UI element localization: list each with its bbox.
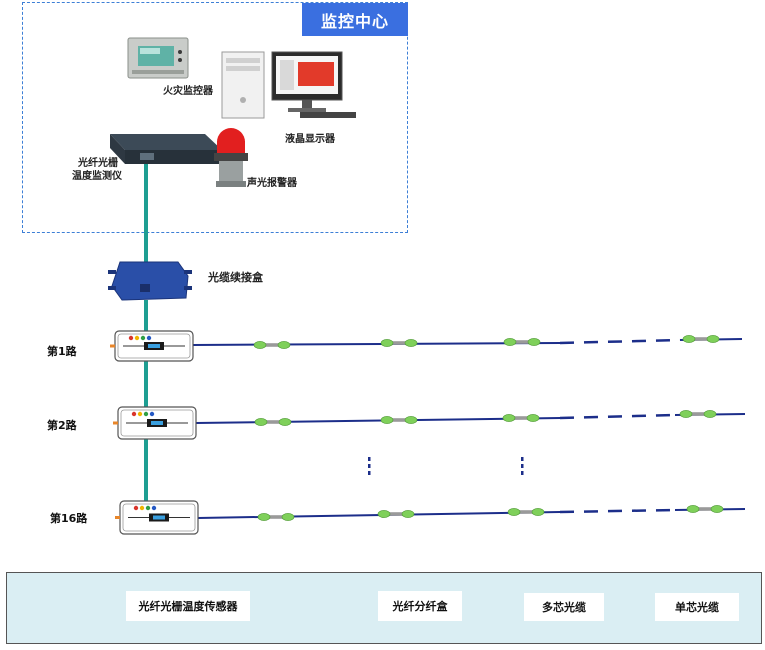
- legend-multi-core-label-bg: [524, 593, 604, 621]
- control-center-title: 监控中心: [302, 3, 408, 36]
- sensor-route-1-2: [380, 339, 418, 347]
- junction-box-device: [108, 261, 192, 301]
- splitter-box-route-2: [113, 406, 197, 440]
- splitter-box-route-16: [115, 500, 199, 535]
- legend-splitter-label-bg: [378, 591, 462, 621]
- sensor-route-1-3: [503, 338, 541, 346]
- alarm-device: [214, 128, 248, 187]
- demodulator-device: [110, 134, 222, 164]
- fire-controller-label: 火灾监控器: [163, 86, 213, 97]
- route-label-1: 第1路: [47, 345, 77, 358]
- computer-workstation: [221, 51, 356, 119]
- fire-controller-device: [127, 37, 189, 79]
- route-label-16: 第16路: [50, 512, 88, 525]
- splitter-box-route-1: [110, 330, 194, 362]
- junction-box-label: 光缆续接盒: [208, 271, 263, 284]
- legend-sensor-label-bg: [126, 591, 250, 621]
- sensor-route-16-2: [377, 510, 415, 518]
- sensor-route-2-1: [254, 418, 292, 426]
- sensor-route-16-1: [257, 513, 295, 521]
- lcd-display-label: 液晶显示器: [285, 134, 335, 145]
- sensor-route-16-3: [507, 508, 545, 516]
- sensor-route-2-4: [679, 410, 717, 418]
- sensor-group: [253, 335, 724, 521]
- sensor-route-16-4: [686, 505, 724, 513]
- more-routes-ellipsis: [368, 457, 524, 475]
- control-center-frame: [22, 2, 408, 233]
- legend-splitter-label: 光纤分纤盒: [392, 600, 448, 613]
- splitter-group: [110, 330, 199, 535]
- route-label-2: 第2路: [47, 419, 77, 432]
- legend-single-core-label: 单芯光缆: [675, 601, 719, 614]
- demodulator-label-line2: 温度监测仪: [72, 171, 122, 182]
- sensor-route-2-2: [380, 416, 418, 424]
- sensor-route-2-3: [502, 414, 540, 422]
- legend-multi-core-label: 多芯光缆: [542, 601, 586, 614]
- legend-single-core-label-bg: [655, 593, 739, 621]
- demodulator-label-line1: 光纤光栅: [78, 158, 118, 169]
- legend-sensor-label: 光纤光栅温度传感器: [138, 600, 238, 613]
- alarm-label: 声光报警器: [247, 178, 297, 189]
- sensor-route-1-1: [253, 341, 291, 349]
- sensor-route-1-4: [682, 335, 720, 343]
